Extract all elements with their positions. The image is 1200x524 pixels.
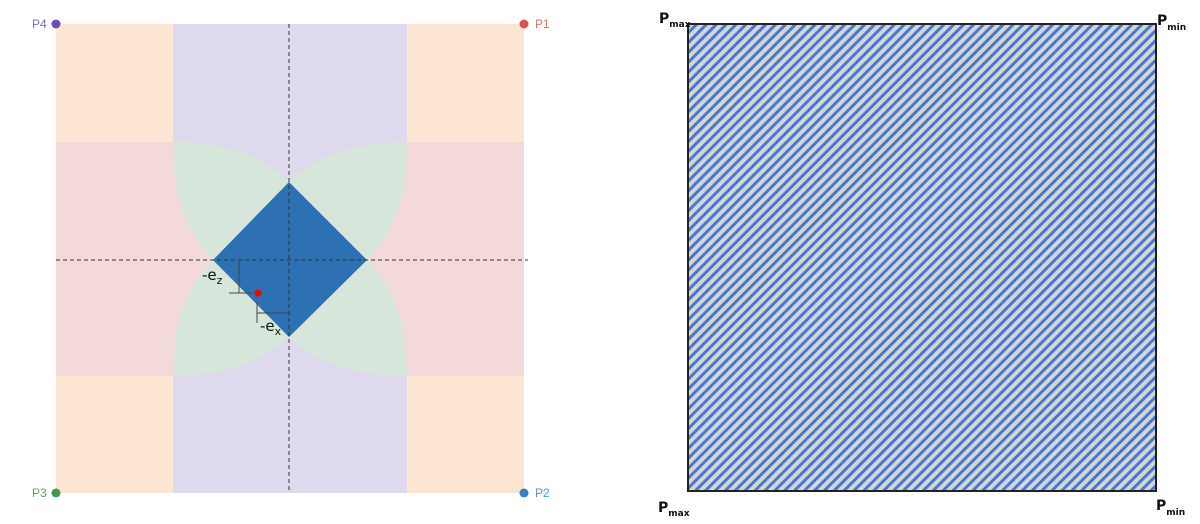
ex-label: -ex — [260, 317, 282, 338]
point-p3-marker — [51, 488, 61, 498]
corner-region-bottom-left — [56, 376, 173, 493]
corner-label-top-left: Pmax — [659, 11, 691, 30]
hatched-square-svg: Pmax Pmin Pmax Pmin — [658, 11, 1186, 519]
region-diagram-svg: -ez -ex P4 P1 P3 P2 — [32, 17, 550, 500]
point-p3-label: P3 — [32, 486, 47, 500]
horizontal-band-left — [56, 142, 173, 376]
corner-label-top-right: Pmin — [1157, 13, 1186, 33]
point-p2-marker — [519, 488, 529, 498]
left-diagram: -ez -ex P4 P1 P3 P2 — [32, 17, 550, 500]
bottom-lens — [173, 337, 407, 376]
corner-label-bottom-left: Pmax — [658, 500, 690, 519]
point-p1-label: P1 — [535, 17, 550, 31]
point-p4-label: P4 — [32, 17, 47, 31]
top-lens — [173, 142, 407, 182]
ez-label: -ez — [202, 266, 223, 287]
hatched-region — [687, 23, 1157, 492]
corner-label-bottom-right: Pmin — [1156, 498, 1185, 518]
corner-region-top-left — [56, 24, 173, 142]
corner-region-top-right — [407, 24, 524, 142]
horizontal-band-right — [407, 142, 524, 376]
right-diagram: Pmax Pmin Pmax Pmin — [600, 0, 1200, 524]
corner-region-bottom-right — [407, 376, 524, 493]
sample-point — [254, 289, 262, 297]
point-p4-marker — [51, 19, 61, 29]
point-p1-marker — [519, 19, 529, 29]
point-p2-label: P2 — [535, 486, 550, 500]
